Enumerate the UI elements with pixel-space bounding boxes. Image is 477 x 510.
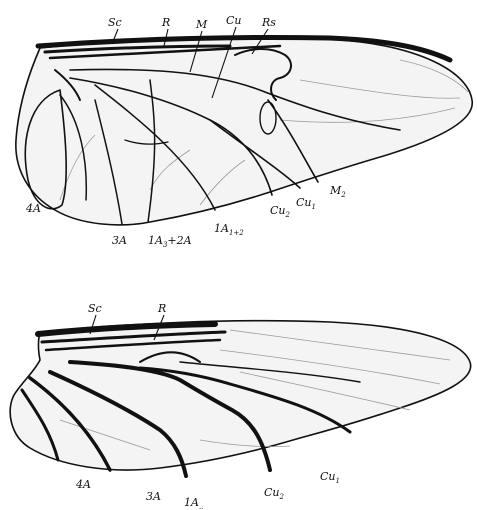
top-wing-outline	[16, 38, 472, 225]
top-label-4a: 4A	[25, 202, 41, 215]
top-label-1a3-2a: 1A3+2A	[148, 234, 192, 249]
top-label-m2: M2	[329, 184, 346, 199]
top-label-sc: Sc	[108, 16, 122, 29]
bottom-label-3a: 3A	[146, 490, 161, 503]
bottom-label-cu1: Cu1	[320, 470, 340, 485]
bottom-label-sc: Sc	[88, 302, 102, 315]
top-label-cu2: Cu2	[270, 204, 291, 219]
bottom-wing: Sc R 4A 3A 1A.. Cu2 Cu1	[10, 302, 471, 510]
top-label-1a12: 1A1+2	[214, 222, 244, 237]
top-label-cu1: Cu1	[296, 196, 316, 211]
bottom-label-1a: 1A..	[184, 496, 203, 510]
bottom-label-4a: 4A	[75, 478, 91, 491]
top-label-cu: Cu	[226, 14, 242, 27]
bottom-label-cu2: Cu2	[264, 486, 285, 501]
bottom-wing-outline	[10, 321, 471, 470]
bottom-label-r: R	[157, 302, 166, 315]
top-label-r: R	[161, 16, 170, 29]
top-label-3a: 3A	[112, 234, 127, 247]
top-label-m: M	[195, 18, 208, 31]
top-wing: Sc R M Cu Rs 4A 3A 1A3+2A 1A1+2 Cu2 Cu1 …	[16, 14, 472, 249]
top-label-rs: Rs	[261, 16, 276, 29]
